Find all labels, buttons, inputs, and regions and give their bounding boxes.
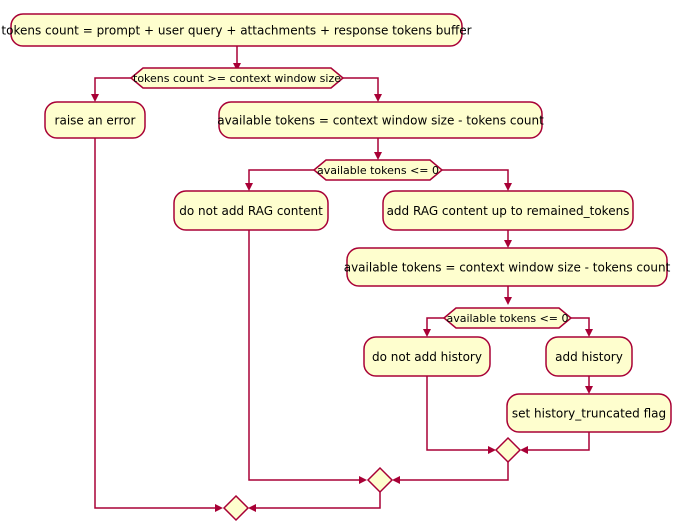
arrowhead — [520, 446, 528, 454]
condition-history-check-label: available tokens <= 0 — [446, 312, 568, 325]
arrowhead — [245, 183, 253, 191]
edge-context-check-yes — [94, 77, 131, 96]
edge-merge-rag-to-merge-final — [254, 492, 381, 509]
node-available-tokens-2-label: available tokens = context window size -… — [344, 261, 671, 275]
edge-rag-check-no — [442, 169, 509, 185]
node-no-rag: do not add RAG content — [173, 190, 329, 231]
arrowhead — [423, 329, 431, 337]
arrowhead — [215, 504, 223, 512]
merge-rag — [366, 466, 394, 494]
node-available-tokens-2: available tokens = context window size -… — [344, 247, 671, 287]
merge-final — [222, 494, 250, 522]
arrowhead — [585, 329, 593, 337]
edge-merge-history-to-merge-rag — [398, 462, 509, 481]
node-no-rag-label: do not add RAG content — [179, 204, 323, 218]
arrowhead — [359, 476, 367, 484]
condition-rag-check: available tokens <= 0 — [312, 159, 444, 181]
node-set-flag-label: set history_truncated flag — [512, 407, 666, 421]
node-add-rag-label: add RAG content up to remained_tokens — [387, 204, 630, 218]
arrowhead — [585, 386, 593, 394]
edge-context-check-no — [343, 77, 379, 96]
condition-history-check: available tokens <= 0 — [442, 307, 573, 329]
arrowhead — [233, 63, 241, 71]
condition-context-check-label: tokens count >= context window size — [133, 72, 341, 85]
node-raise-error-label: raise an error — [55, 114, 136, 128]
arrowhead — [248, 504, 256, 512]
node-no-history: do not add history — [363, 336, 491, 377]
node-raise-error: raise an error — [44, 101, 146, 139]
arrowhead — [392, 476, 400, 484]
arrowhead — [374, 94, 382, 102]
node-tokens-count-label: tokens count = prompt + user query + att… — [1, 24, 471, 38]
node-available-tokens-1: available tokens = context window size -… — [217, 101, 544, 139]
edge-history-check-yes — [426, 317, 444, 331]
edge-no-history-to-merge — [426, 376, 490, 451]
edge-no-rag-to-merge — [248, 230, 361, 481]
arrowhead — [504, 183, 512, 191]
condition-context-check: tokens count >= context window size — [129, 67, 345, 89]
node-tokens-count: tokens count = prompt + user query + att… — [1, 13, 472, 47]
arrowhead — [374, 152, 382, 160]
node-no-history-label: do not add history — [372, 350, 482, 364]
edge-history-check-no — [571, 317, 590, 331]
arrowhead — [504, 297, 512, 305]
edges — [91, 46, 593, 512]
arrowhead — [91, 94, 99, 102]
arrowhead — [488, 446, 496, 454]
node-available-tokens-1-label: available tokens = context window size -… — [217, 114, 544, 128]
node-add-rag: add RAG content up to remained_tokens — [382, 190, 634, 231]
edge-rag-check-yes — [248, 169, 314, 185]
arrowhead — [504, 240, 512, 248]
condition-rag-check-label: available tokens <= 0 — [317, 164, 439, 177]
node-add-history-label: add history — [555, 350, 623, 364]
node-add-history: add history — [545, 336, 633, 377]
merge-history — [494, 436, 522, 464]
edge-flag-to-merge — [526, 432, 590, 451]
edge-error-to-merge — [94, 138, 217, 509]
node-set-flag: set history_truncated flag — [506, 393, 672, 433]
